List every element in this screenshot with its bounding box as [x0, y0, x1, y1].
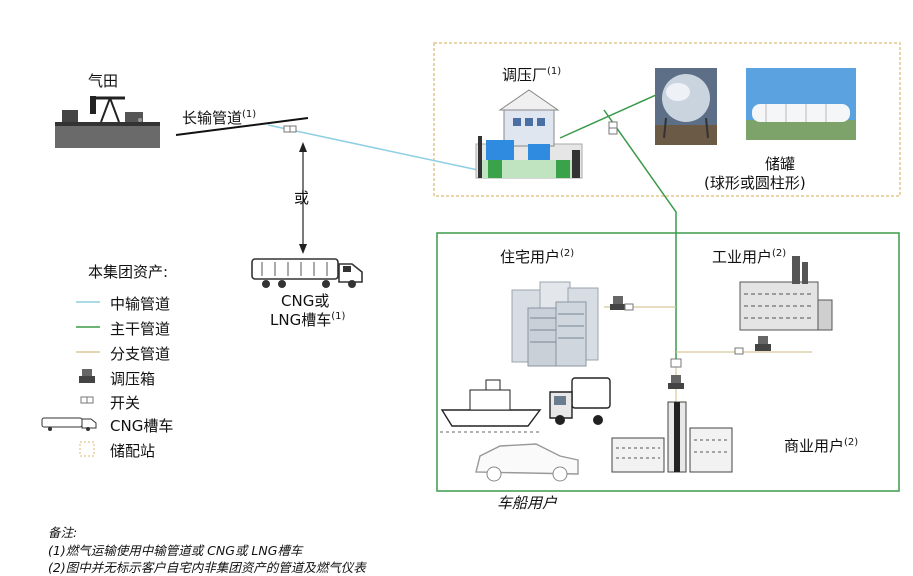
legend-station-swatch	[79, 441, 95, 457]
trunk-to-users	[603, 109, 677, 365]
regulator-station-note: (1)	[547, 66, 562, 77]
pipeline-switch-icon	[283, 125, 297, 133]
trunk-switch-icon	[608, 121, 618, 135]
industrial-regulator-icon	[734, 336, 771, 355]
storage-tank-label-line1: 储罐	[765, 155, 796, 173]
spherical-tank-photo	[655, 68, 717, 145]
legend-title: 本集团资产:	[88, 263, 169, 281]
industrial-note: (2)	[772, 248, 787, 259]
commercial-regulator-icon	[668, 358, 684, 389]
or-double-arrow	[299, 142, 307, 254]
long-pipeline-note: (1)	[242, 109, 257, 120]
legend-cng-truck-icon	[41, 417, 97, 431]
legend-item-branch-pipeline: 分支管道	[110, 345, 171, 363]
residential-regulator-icon	[610, 296, 634, 311]
gas-field-label: 气田	[88, 72, 119, 90]
commercial-users-label: 商业用户(2)	[784, 437, 859, 455]
legend-item-switch: 开关	[110, 394, 141, 412]
storage-station-box	[433, 42, 901, 197]
mid-pipeline-line	[267, 124, 479, 171]
or-label: 或	[294, 189, 310, 207]
cng-truck-note: (1)	[331, 311, 346, 322]
car-icon	[475, 443, 579, 482]
ship-icon	[440, 379, 542, 433]
legend-symbols	[41, 301, 100, 457]
storage-tank-label-line2: (球形或圆柱形)	[704, 174, 806, 192]
regulator-station-label: 调压厂(1)	[502, 66, 562, 84]
legend-item-mid-pipeline: 中输管道	[110, 295, 171, 313]
cng-truck-icon	[251, 258, 363, 288]
notes-line-2: (2)图中并无标示客户自宅内非集团资产的管道及燃气仪表	[48, 560, 366, 575]
factory-icon	[739, 256, 833, 331]
notes-line-1: (1)燃气运输使用中输管道或 CNG或 LNG槽车	[48, 543, 303, 558]
legend-switch-icon	[80, 396, 94, 404]
residential-users-label: 住宅用户(2)	[500, 248, 575, 266]
industrial-users-label: 工业用户(2)	[712, 248, 787, 266]
legend-item-cng-truck: CNG槽车	[110, 417, 174, 435]
regulator-plant-icon	[475, 89, 583, 179]
cng-truck-label-line2: LNG槽车(1)	[270, 311, 346, 329]
gas-field-icon	[55, 96, 160, 148]
user-area-box	[436, 232, 900, 492]
legend-item-trunk-pipeline: 主干管道	[110, 320, 171, 338]
residential-note: (2)	[560, 248, 575, 259]
cylindrical-tank-photo	[746, 68, 856, 140]
legend-item-storage-station: 储配站	[110, 442, 156, 460]
vehicle-ship-users-label: 车船用户	[497, 494, 558, 512]
commercial-note: (2)	[844, 437, 859, 448]
notes-heading: 备注:	[48, 525, 78, 540]
cng-truck-label-line1: CNG或	[281, 292, 330, 310]
long-pipeline-line	[175, 117, 309, 136]
legend-regulator-icon	[79, 369, 95, 383]
long-pipeline-label: 长输管道(1)	[182, 109, 257, 127]
legend-item-regulator-box: 调压箱	[110, 370, 156, 388]
truck-icon	[549, 377, 611, 425]
residential-buildings-icon	[511, 281, 599, 367]
commercial-building-icon	[611, 401, 733, 473]
